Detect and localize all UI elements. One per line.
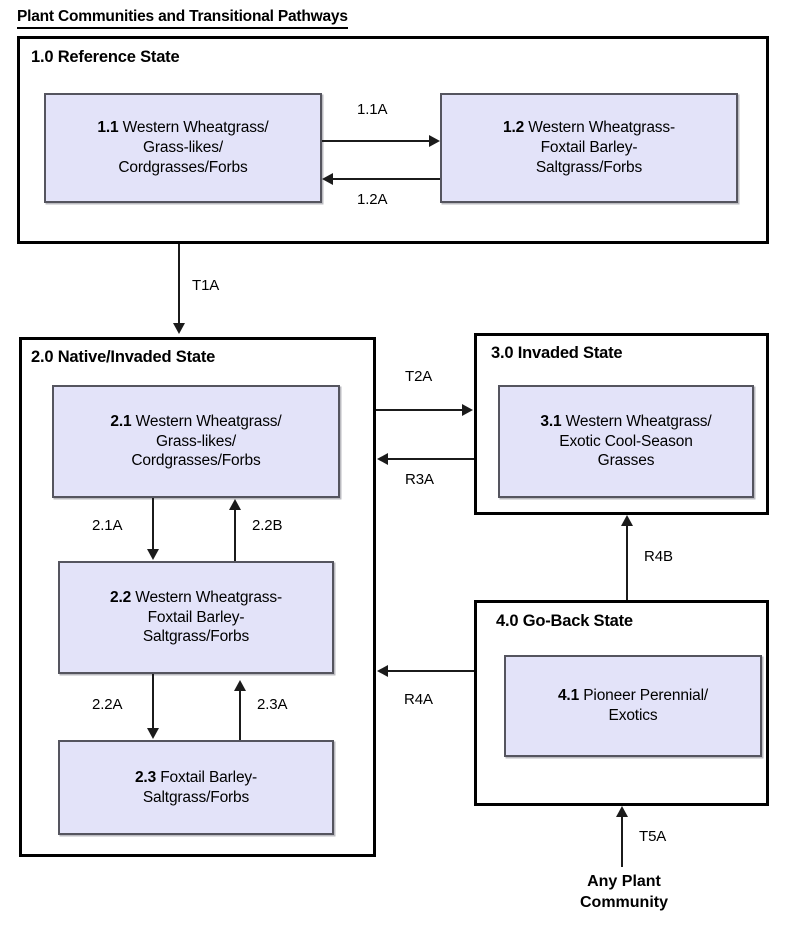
arrowhead-t2a: [462, 404, 473, 416]
community-name-2-3-line-2: Saltgrass/Forbs: [142, 788, 250, 806]
arrow-line-t1a: [178, 244, 180, 324]
community-name-2-2-line-2: Foxtail Barley-: [147, 608, 245, 626]
arrow-line-t2a: [376, 409, 463, 411]
edge-label-t1a: T1A: [192, 277, 220, 294]
page-title: Plant Communities and Transitional Pathw…: [17, 8, 348, 29]
community-name-3-1-line-3: Grasses: [597, 452, 655, 470]
community-name-1-2-line-3: Saltgrass/Forbs: [535, 158, 643, 176]
community-name-2-1-line-2: Grass-likes/: [155, 432, 236, 450]
edge-label-1-2a: 1.2A: [357, 191, 388, 208]
community-name-1-1-line-1: Western Wheatgrass/: [122, 119, 269, 137]
arrowhead-r3a: [377, 453, 388, 465]
any-plant-community-node: Any Plant Community: [560, 872, 688, 914]
edge-label-t5a: T5A: [639, 828, 667, 845]
arrow-line-1-2a: [333, 178, 440, 180]
state-label-native-invaded: 2.0 Native/Invaded State: [31, 348, 216, 366]
community-box-2-3: 2.3 Foxtail Barley- Saltgrass/Forbs: [58, 740, 334, 835]
community-name-1-1-line-3: Cordgrasses/Forbs: [118, 158, 248, 176]
community-number-3-1: 3.1: [540, 412, 566, 430]
community-box-1-2: 1.2 Western Wheatgrass- Foxtail Barley- …: [440, 93, 738, 203]
community-name-3-1-line-2: Exotic Cool-Season: [559, 432, 693, 450]
community-name-2-1-line-3: Cordgrasses/Forbs: [131, 452, 261, 470]
community-name-2-2-line-1: Western Wheatgrass-: [135, 588, 282, 606]
edge-label-t2a: T2A: [405, 368, 433, 385]
community-name-3-1-line-1: Western Wheatgrass/: [565, 412, 712, 430]
arrowhead-r4a: [377, 665, 388, 677]
edge-label-2-3a: 2.3A: [257, 696, 288, 713]
community-box-3-1: 3.1 Western Wheatgrass/ Exotic Cool-Seas…: [498, 385, 754, 498]
community-name-1-2-line-1: Western Wheatgrass-: [528, 119, 675, 137]
arrow-line-r3a: [388, 458, 474, 460]
arrow-line-2-2a: [152, 674, 154, 729]
arrowhead-t5a: [616, 806, 628, 817]
arrow-line-1-1a: [322, 140, 430, 142]
community-number-2-2: 2.2: [109, 588, 136, 606]
community-name-4-1-line-2: Exotics: [608, 707, 658, 724]
arrow-line-2-3a: [239, 691, 241, 740]
arrow-line-2-2b: [234, 510, 236, 561]
any-plant-community-line-1: Any Plant: [587, 873, 661, 890]
arrow-line-t5a: [621, 817, 623, 867]
edge-label-2-2a: 2.2A: [92, 696, 123, 713]
arrowhead-2-2b: [229, 499, 241, 510]
arrow-line-r4a: [388, 670, 474, 672]
community-box-2-1: 2.1 Western Wheatgrass/ Grass-likes/ Cor…: [52, 385, 340, 498]
community-box-1-1: 1.1 Western Wheatgrass/ Grass-likes/ Cor…: [44, 93, 322, 203]
state-label-reference: 1.0 Reference State: [31, 48, 180, 66]
community-number-2-1: 2.1: [110, 412, 136, 430]
community-name-4-1-line-1: Pioneer Perennial/: [583, 687, 709, 705]
community-number-2-3: 2.3: [134, 768, 161, 786]
community-number-1-2: 1.2: [502, 119, 529, 137]
arrowhead-1-2a: [322, 173, 333, 185]
community-name-1-1-line-2: Grass-likes/: [142, 139, 223, 157]
community-box-4-1: 4.1 Pioneer Perennial/ Exotics: [504, 655, 762, 757]
community-name-1-2-line-2: Foxtail Barley-: [540, 139, 638, 157]
arrowhead-2-3a: [234, 680, 246, 691]
edge-label-1-1a: 1.1A: [357, 101, 388, 118]
state-label-invaded: 3.0 Invaded State: [491, 344, 623, 362]
community-number-1-1: 1.1: [97, 119, 123, 137]
arrowhead-t1a: [173, 323, 185, 334]
arrowhead-2-2a: [147, 728, 159, 739]
community-name-2-2-line-3: Saltgrass/Forbs: [142, 628, 250, 646]
state-label-go-back: 4.0 Go-Back State: [496, 612, 633, 630]
edge-label-r4b: R4B: [644, 548, 673, 565]
community-name-2-3-line-1: Foxtail Barley-: [160, 768, 258, 786]
arrowhead-1-1a: [429, 135, 440, 147]
edge-label-2-1a: 2.1A: [92, 517, 123, 534]
community-name-2-1-line-1: Western Wheatgrass/: [135, 412, 282, 430]
edge-label-r3a: R3A: [405, 471, 434, 488]
community-number-4-1: 4.1: [557, 687, 584, 705]
community-box-2-2: 2.2 Western Wheatgrass- Foxtail Barley- …: [58, 561, 334, 674]
arrowhead-r4b: [621, 515, 633, 526]
edge-label-2-2b: 2.2B: [252, 517, 283, 534]
any-plant-community-line-2: Community: [580, 893, 668, 911]
arrow-line-r4b: [626, 526, 628, 600]
arrowhead-2-1a: [147, 549, 159, 560]
edge-label-r4a: R4A: [404, 691, 433, 708]
arrow-line-2-1a: [152, 498, 154, 550]
